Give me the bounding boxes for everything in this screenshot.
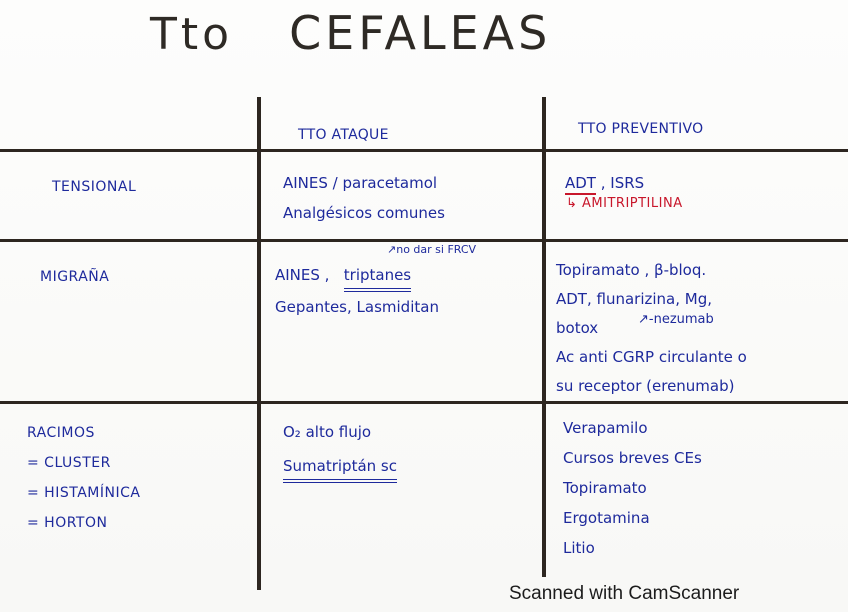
cell-line: Verapamilo [563, 419, 648, 437]
cell-line: Cursos breves CEs [563, 449, 702, 467]
table-header-divider [0, 149, 848, 152]
cell-line: su receptor (erenumab) [556, 377, 735, 395]
title-prefix: Tto [150, 9, 234, 60]
row-type-migrana: MIGRAÑA [40, 262, 109, 292]
triptanes-annotation: ↗no dar si FRCV [387, 243, 477, 256]
row-type-tensional: TENSIONAL [52, 172, 136, 202]
row-type-synonym: = CLUSTER [27, 455, 111, 471]
table-column-divider-1 [257, 97, 261, 590]
camscanner-watermark: Scanned with CamScanner [509, 583, 740, 604]
column-header-ataque: Tto ATAQUE [298, 127, 389, 143]
row-type-label: TENSIONAL [52, 179, 137, 195]
cell-line: Ergotamina [563, 509, 650, 527]
cell-line: ADT , ISRS [565, 168, 644, 198]
cell-line: O₂ alto flujo [283, 423, 372, 441]
cell-line-rest: , ISRS [595, 174, 645, 192]
cell-ataque-racimos: O₂ alto flujo Sumatriptán sc [283, 415, 397, 483]
cell-ataque-tensional: AINES / paracetamol Analgésicos comunes [283, 168, 445, 228]
cell-preventivo-racimos: Verapamilo Cursos breves CEs Topiramato … [563, 413, 702, 563]
cell-line: Gepantes, Lasmiditan [275, 298, 439, 316]
cell-line: Ac anti CGRP circulante o [556, 348, 747, 366]
cell-line: botox [556, 319, 599, 337]
cell-line: Litio [563, 539, 595, 557]
cell-preventivo-migrana: Topiramato , β-bloq. ADT, flunarizina, M… [556, 256, 747, 401]
row-type-synonym: = HORTON [27, 515, 108, 531]
cell-line: ADT, flunarizina, Mg, [556, 290, 713, 308]
page-title: Tto CEFALEAS [150, 6, 551, 60]
cell-line-prefix: AINES , [275, 266, 330, 284]
amitriptilina-arrow-note: ↳ AMITRIPTILINA [566, 196, 683, 211]
cell-line: Topiramato , β-bloq. [556, 261, 707, 279]
cell-line: Analgésicos comunes [283, 204, 445, 222]
table-column-divider-2 [542, 97, 546, 577]
row-type-synonym: = HISTAMÍNICA [27, 485, 141, 501]
cell-ataque-migrana: AINES , triptanes Gepantes, Lasmiditan [275, 260, 439, 322]
sumatriptan-underlined: Sumatriptán sc [283, 455, 397, 483]
nezumab-annotation: ↗-nezumab [638, 312, 714, 327]
adt-underlined: ADT [565, 173, 596, 195]
row-type-label: MIGRAÑA [40, 269, 110, 285]
cell-line: AINES , triptanes [275, 260, 439, 292]
cell-line: Sumatriptán sc [283, 449, 397, 483]
cell-line: Topiramato [563, 479, 647, 497]
row-type-racimos: RACIMOS = CLUSTER = HISTAMÍNICA = HORTON [27, 418, 140, 538]
cell-preventivo-tensional: ADT , ISRS [565, 168, 644, 198]
column-header-preventivo: Tto PREVENTIVO [578, 121, 704, 137]
title-main: CEFALEAS [289, 6, 552, 60]
row-type-label: RACIMOS [27, 425, 95, 441]
table-row-divider-1 [0, 239, 848, 242]
table-row-divider-2 [0, 401, 848, 404]
triptanes-underlined: triptanes [343, 264, 412, 292]
cell-line: AINES / paracetamol [283, 174, 438, 192]
